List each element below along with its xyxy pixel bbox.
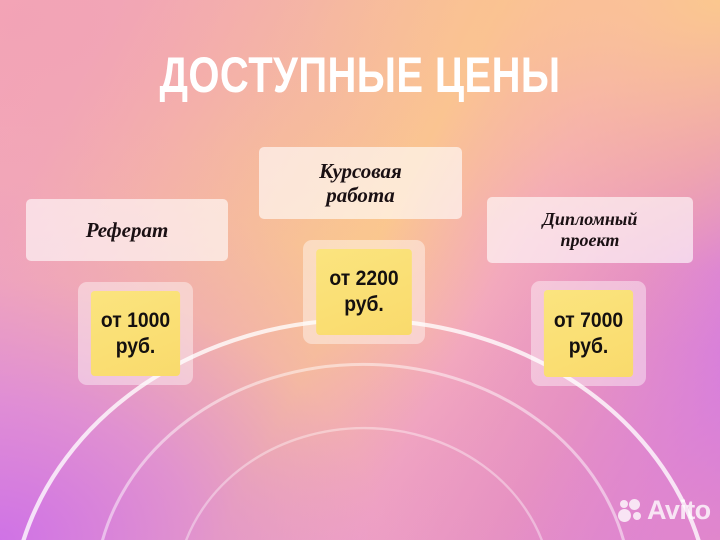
avito-wordmark: Avito	[647, 495, 711, 525]
service-label-referat: Реферат	[26, 199, 228, 261]
page-title: ДОСТУПНЫЕ ЦЕНЫ	[159, 47, 561, 103]
avito-dots-icon	[618, 498, 642, 523]
service-label-text: Реферат	[85, 217, 169, 242]
avito-watermark: Avito	[618, 497, 711, 524]
